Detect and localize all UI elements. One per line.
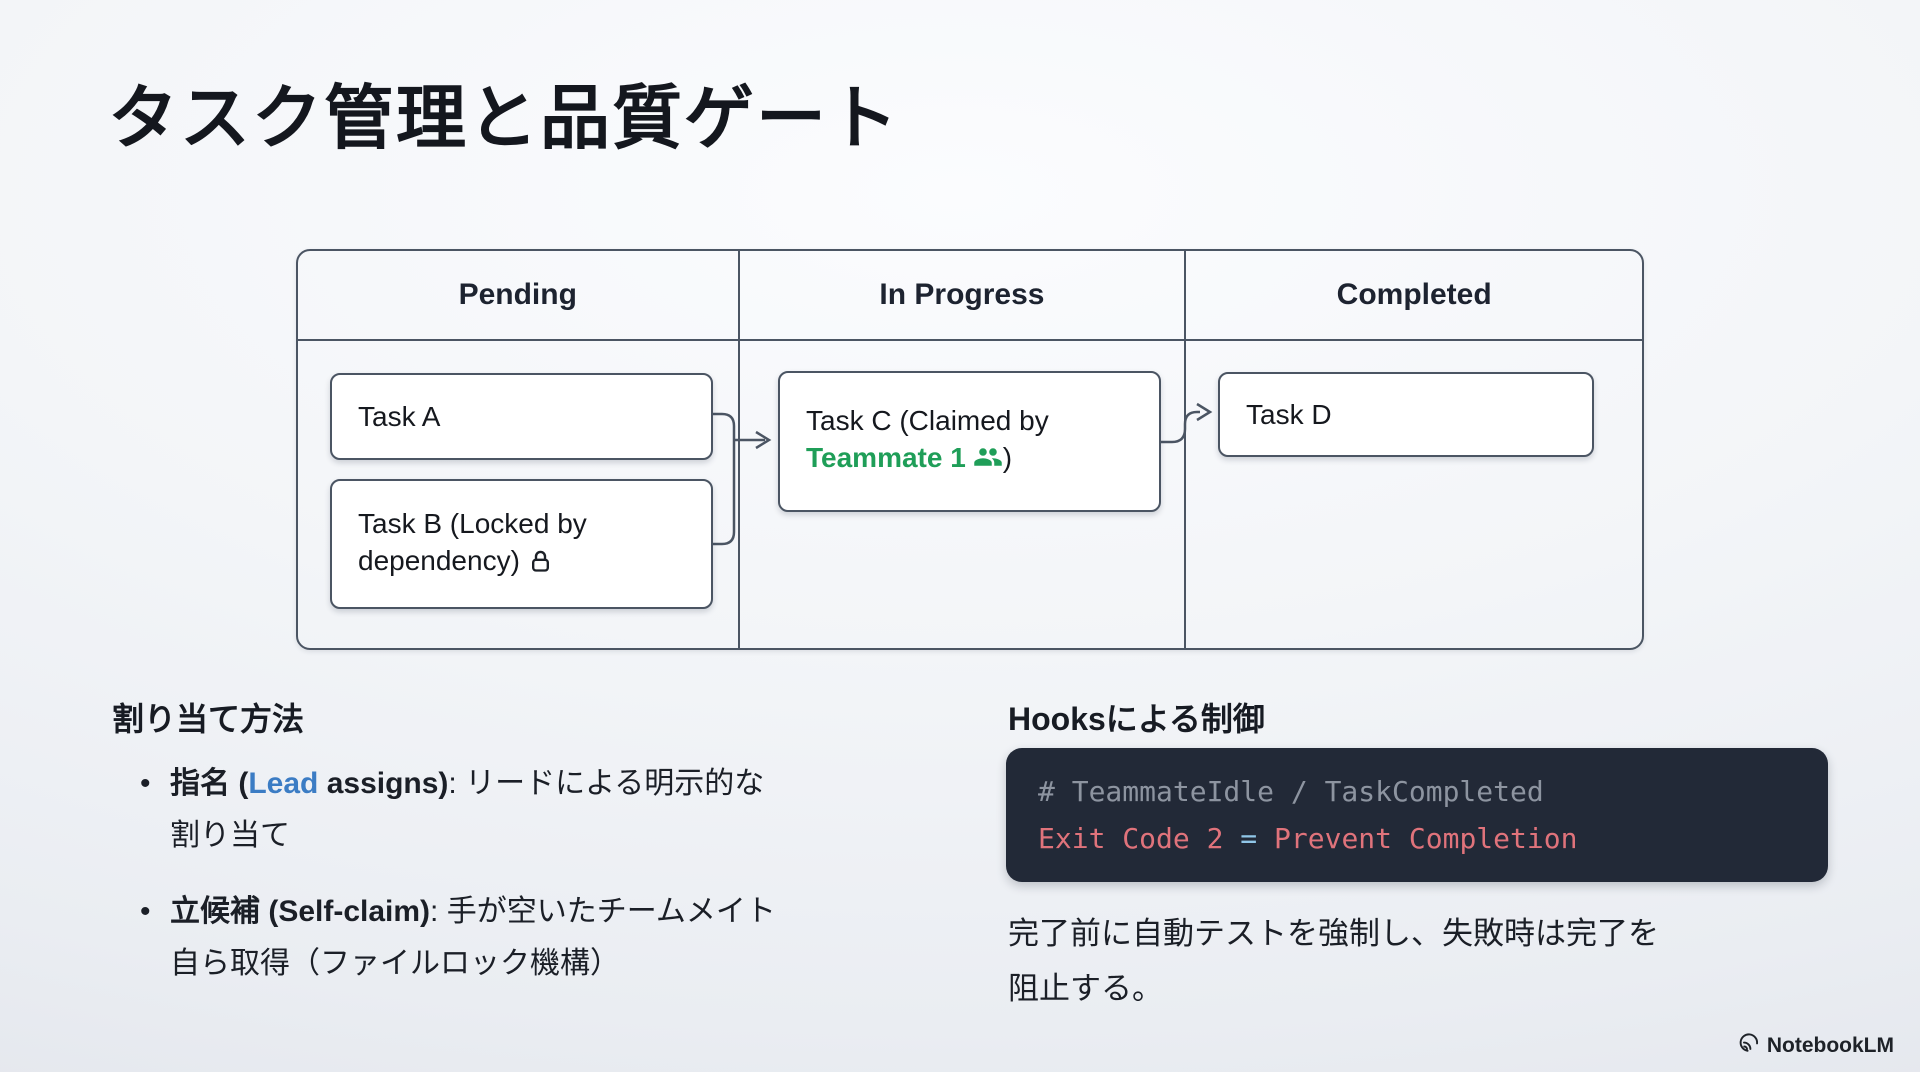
page-title: タスク管理と品質ゲート bbox=[108, 79, 900, 157]
kanban-board: Pending In Progress Completed bbox=[296, 249, 1644, 650]
column-in-progress: In Progress bbox=[739, 251, 1187, 648]
notebooklm-logo: NotebookLM bbox=[1738, 1032, 1894, 1060]
task-card-a: Task A bbox=[330, 373, 713, 460]
assignment-bullet-list: • 指名 (Lead assigns): リードによる明示的な 割り当て • 立… bbox=[138, 758, 938, 990]
task-c-line2: Teammate 1) bbox=[806, 439, 1159, 481]
column-header-completed: Completed bbox=[1186, 251, 1642, 341]
hooks-code-block: # TeammateIdle / TaskCompleted Exit Code… bbox=[1006, 748, 1828, 882]
lock-icon bbox=[527, 547, 554, 584]
hooks-description: 完了前に自動テストを強制し、失敗時は完了を 阻止する。 bbox=[1008, 916, 1659, 1006]
task-c-claimant: Teammate 1 bbox=[806, 442, 966, 473]
task-c-suffix: ) bbox=[1002, 442, 1013, 473]
column-pending: Pending bbox=[298, 251, 740, 648]
bullet-self-claim: • 立候補 (Self-claim): 手が空いたチームメイト 自ら取得（ファイ… bbox=[138, 886, 938, 990]
task-card-d: Task D bbox=[1218, 372, 1594, 457]
code-exit-line: Exit Code 2 = Prevent Completion bbox=[1038, 822, 1578, 855]
code-comment-line: # TeammateIdle / TaskCompleted bbox=[1038, 775, 1544, 808]
task-card-c: Task C (Claimed by Teammate 1) bbox=[778, 371, 1161, 512]
lead-highlight: Lead bbox=[248, 767, 319, 800]
column-header-pending: Pending bbox=[298, 251, 738, 341]
people-icon bbox=[973, 442, 1003, 481]
task-card-b: Task B (Locked by dependency) bbox=[330, 479, 713, 609]
hooks-heading: Hooksによる制御 bbox=[1008, 701, 1265, 737]
bullet-dot: • bbox=[140, 767, 151, 800]
bullet-dot: • bbox=[140, 895, 151, 928]
task-b-line2: dependency) bbox=[358, 542, 711, 584]
bullet-lead-assigns: • 指名 (Lead assigns): リードによる明示的な 割り当て bbox=[138, 758, 938, 862]
task-a-label: Task A bbox=[358, 401, 441, 432]
assignment-heading: 割り当て方法 bbox=[112, 701, 305, 737]
column-completed: Completed bbox=[1186, 251, 1642, 648]
task-d-label: Task D bbox=[1246, 399, 1332, 430]
task-b-line1: Task B (Locked by bbox=[358, 507, 587, 539]
brand-text: NotebookLM bbox=[1766, 1034, 1894, 1057]
notebooklm-icon bbox=[1738, 1032, 1760, 1060]
column-header-in-progress: In Progress bbox=[739, 251, 1185, 341]
task-c-line1: Task C (Claimed by bbox=[806, 405, 1049, 436]
